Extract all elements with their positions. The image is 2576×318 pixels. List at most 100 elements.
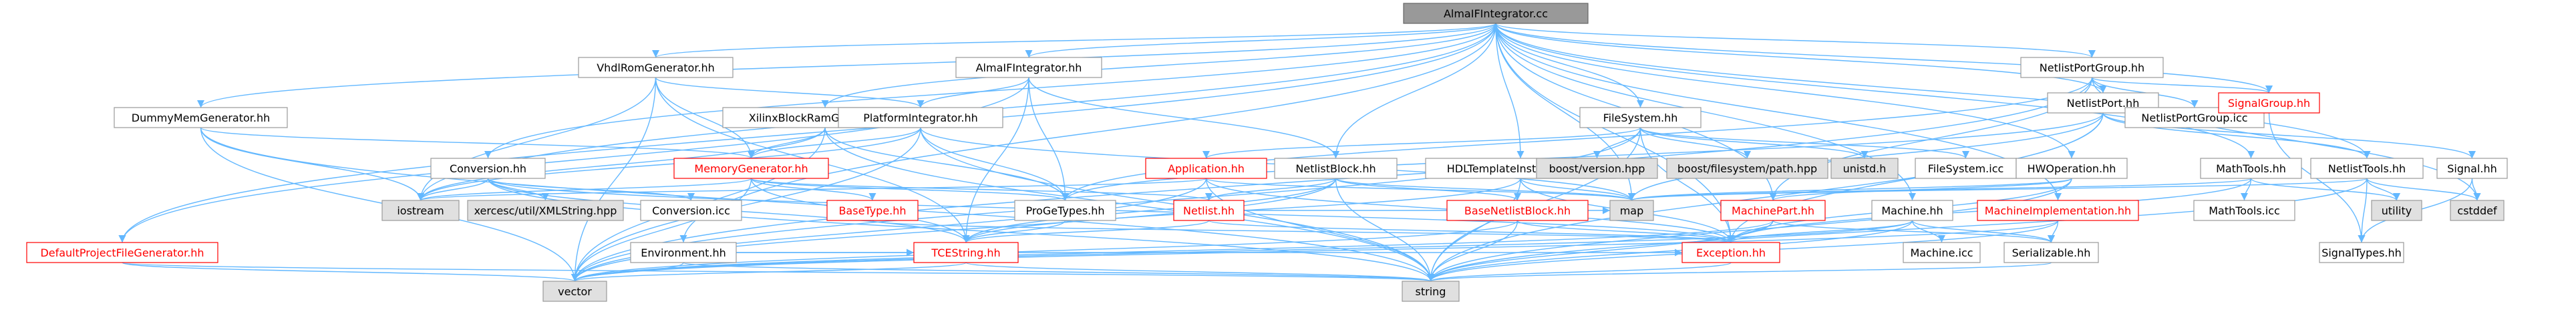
edge-machinepart-to-vector — [571, 220, 1774, 282]
edge-filesystem-to-boostfs — [1639, 127, 1752, 159]
edge-almaifhh-to-platform — [917, 77, 1029, 108]
edge-platform-to-progetypes — [920, 127, 1070, 201]
node-serializable[interactable]: Serializable.hh — [2003, 242, 2099, 263]
edge-root-to-nlblock — [1331, 23, 1496, 159]
node-vhdlrom[interactable]: VhdlRomGenerator.hh — [578, 57, 734, 78]
node-box — [1402, 281, 1460, 302]
node-label: Machine.icc — [1910, 247, 1973, 259]
node-box — [1274, 158, 1398, 179]
node-conversion[interactable]: Conversion.hh — [430, 158, 546, 179]
edge-root-to-mathtools — [1495, 23, 2255, 159]
node-almaifhh[interactable]: AlmaIFIntegrator.hh — [955, 57, 1102, 78]
node-nlportgroup[interactable]: NetlistPortGroup.hh — [2020, 57, 2164, 78]
edge-root-to-almaifhh — [1025, 23, 1496, 58]
node-label: boost/filesystem/path.hpp — [1677, 162, 1817, 175]
edge-machine-to-string — [1427, 220, 1913, 282]
edge-hdltemplate-to-map — [1520, 178, 1635, 201]
node-box — [1446, 200, 1589, 221]
edge-filesystem-to-exception — [1639, 127, 1735, 243]
node-box — [1915, 158, 2017, 179]
edge-environment-to-string — [683, 262, 1434, 282]
node-label: NetlistTools.hh — [2328, 162, 2406, 175]
node-defaultproj[interactable]: DefaultProjectFileGenerator.hh — [26, 242, 218, 263]
edge-memgen-to-iostream — [417, 178, 752, 201]
node-box — [955, 57, 1102, 78]
node-exception[interactable]: Exception.hh — [1681, 242, 1780, 263]
node-label: VhdlRomGenerator.hh — [597, 61, 715, 74]
node-memgen[interactable]: MemoryGenerator.hh — [673, 158, 829, 179]
node-application[interactable]: Application.hh — [1145, 158, 1267, 179]
node-label: xercesc/util/XMLString.hpp — [474, 204, 617, 217]
node-label: FileSystem.icc — [1928, 162, 2004, 175]
node-basetype[interactable]: BaseType.hh — [826, 200, 919, 221]
node-fsicc[interactable]: FileSystem.icc — [1915, 158, 2017, 179]
node-signal[interactable]: Signal.hh — [2436, 158, 2508, 179]
node-hwoperation[interactable]: HWOperation.hh — [2016, 158, 2128, 179]
node-nltools[interactable]: NetlistTools.hh — [2310, 158, 2424, 179]
edge-mathtools-to-mathtoolsicc — [2240, 178, 2252, 201]
node-basenlblock[interactable]: BaseNetlistBlock.hh — [1446, 200, 1589, 221]
node-box — [2016, 158, 2128, 179]
node-label: ProGeTypes.hh — [1025, 204, 1104, 217]
edge-nlblock-to-map — [1335, 178, 1635, 201]
edge-tcestring-to-vector — [571, 262, 967, 282]
node-box — [1681, 242, 1780, 263]
edge-vhdlrom-to-vector — [571, 77, 657, 282]
edge-nltools-to-string — [1427, 178, 2368, 282]
node-root[interactable]: AlmaIFIntegrator.cc — [1403, 3, 1589, 24]
node-progetypes[interactable]: ProGeTypes.hh — [1014, 200, 1116, 221]
edge-machinepart-to-string — [1427, 220, 1774, 282]
node-machineimpl[interactable]: MachineImplementation.hh — [1977, 200, 2139, 221]
node-label: FileSystem.hh — [1603, 112, 1678, 124]
node-dummymem[interactable]: DummyMemGenerator.hh — [114, 107, 288, 128]
edge-nlportgroup-to-vector — [571, 77, 2093, 282]
node-nlblock[interactable]: NetlistBlock.hh — [1274, 158, 1398, 179]
node-label: Netlist.hh — [1183, 204, 1235, 217]
node-box — [1720, 200, 1826, 221]
edge-serializable-to-string — [1427, 262, 2052, 282]
node-platform[interactable]: PlatformIntegrator.hh — [838, 107, 1003, 128]
node-label: Conversion.hh — [450, 162, 526, 175]
node-box — [2020, 57, 2164, 78]
edge-root-to-filesystem — [1495, 23, 1645, 108]
node-mathtoolsicc[interactable]: MathTools.icc — [2193, 200, 2295, 221]
node-boostfs: boost/filesystem/path.hpp — [1666, 158, 1828, 179]
node-label: NetlistBlock.hh — [1295, 162, 1376, 175]
edge-memgen-to-progetypes — [750, 178, 1069, 201]
edge-basenlblock-to-vector — [571, 220, 1518, 282]
node-filesystem[interactable]: FileSystem.hh — [1579, 107, 1702, 128]
edge-hdltemplate-to-string — [1426, 178, 1521, 282]
node-environment[interactable]: Environment.hh — [630, 242, 737, 263]
edge-nlblock-to-basenlblock — [1335, 178, 1521, 201]
edge-vhdlrom-to-iostream — [416, 77, 657, 201]
edge-filesystem-to-application — [1202, 127, 1641, 159]
node-box — [2218, 92, 2320, 114]
node-label: NetlistPort.hh — [2067, 97, 2140, 110]
node-box — [381, 200, 460, 221]
edge-application-to-vector — [571, 178, 1207, 282]
edge-root-to-hwoperation — [1495, 23, 2076, 159]
node-netlist[interactable]: Netlist.hh — [1173, 200, 1245, 221]
edge-nlportgroup-to-progetypes — [1062, 77, 2093, 201]
node-signaltypes[interactable]: SignalTypes.hh — [2319, 242, 2404, 263]
node-label: NetlistPortGroup.hh — [2040, 61, 2144, 74]
node-label: MachineImplementation.hh — [1985, 204, 2131, 217]
node-conversionicc[interactable]: Conversion.icc — [640, 200, 742, 221]
node-machinepart[interactable]: MachinePart.hh — [1720, 200, 1826, 221]
edge-nlport-to-nltools — [2102, 112, 2371, 159]
edge-nlport-to-signal — [2102, 112, 2476, 159]
node-box — [1903, 242, 1981, 263]
edge-root-to-nltools — [1495, 23, 2371, 159]
node-mathtools[interactable]: MathTools.hh — [2200, 158, 2302, 179]
node-box — [826, 200, 919, 221]
node-box — [640, 200, 742, 221]
node-machineicc[interactable]: Machine.icc — [1903, 242, 1981, 263]
node-tcestring[interactable]: TCEString.hh — [913, 242, 1019, 263]
node-box — [630, 242, 737, 263]
edge-root-to-xilinx — [821, 23, 1496, 108]
node-machine[interactable]: Machine.hh — [1871, 200, 1953, 221]
node-unistd: unistd.h — [1830, 158, 1899, 179]
node-label: BaseNetlistBlock.hh — [1464, 204, 1571, 217]
node-signalgroup[interactable]: SignalGroup.hh — [2218, 92, 2320, 114]
